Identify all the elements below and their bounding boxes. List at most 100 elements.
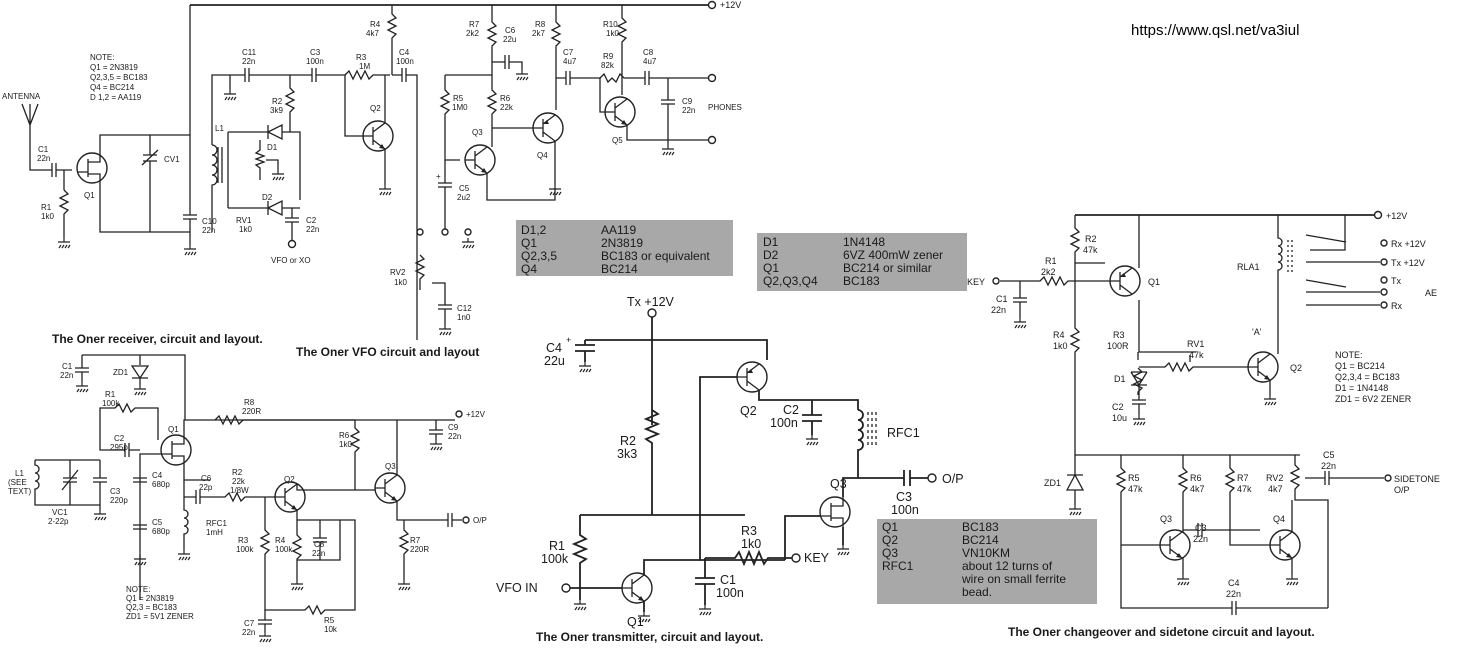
vfo-r7-name: R7	[410, 536, 421, 545]
rx-c6-name: C6	[505, 26, 516, 35]
rx-r6-value: 22k	[500, 103, 514, 112]
tx-c4-name: C4	[546, 341, 562, 355]
rx-c6-value: 22u	[503, 35, 516, 44]
tx-r2-name: R2	[620, 434, 636, 448]
vfo-note-line: Q2,3 = BC183	[126, 603, 177, 612]
rx-supply-label: +12V	[720, 0, 741, 10]
rx-caption: The Oner receiver, circuit and layout.	[52, 332, 263, 346]
cs-d1-label: D1	[1114, 374, 1126, 384]
cs-note: NOTE: Q1 = BC214 Q2,3,4 = BC183 D1 = 1N4…	[1335, 350, 1412, 404]
rx-r1-value: 1k0	[41, 212, 54, 221]
rx-rv2-name: RV2	[390, 268, 406, 277]
rx-c12-value: 1n0	[457, 313, 471, 322]
vfo-c3-name: C3	[110, 487, 121, 496]
cs-note-line: ZD1 = 6V2 ZENER	[1335, 394, 1412, 404]
rx-c3-value: 100n	[306, 57, 324, 66]
cs-part-ref: Q1	[763, 261, 779, 275]
vfo-note-line: Q1 = 2N3819	[126, 594, 174, 603]
rx-part-ref: Q4	[521, 262, 537, 276]
rx-part-ref: Q2,3,5	[521, 249, 557, 263]
vfo-vc1-value: 2-22p	[48, 517, 69, 526]
cs-q4-label: Q4	[1273, 514, 1285, 524]
tx-supply-label: Tx +12V	[627, 295, 675, 309]
rx-note-line: NOTE:	[90, 53, 114, 62]
tx-part-value: wire on small ferrite	[961, 572, 1066, 586]
transmitter-panel: Tx +12V C4 22u + R2 3k3 Q2 C2 100n RFC1 …	[496, 295, 964, 644]
cs-r7-value: 47k	[1237, 484, 1252, 494]
rx-r4-name: R4	[370, 20, 381, 29]
rx-c12-name: C12	[457, 304, 472, 313]
cs-c2-name: C2	[1112, 402, 1124, 412]
rx-d2-label: D2	[262, 193, 273, 202]
vfo-note-line: NOTE:	[126, 585, 150, 594]
cs-a-label: 'A'	[1252, 327, 1262, 337]
rx-q1-label: Q1	[84, 191, 95, 200]
receiver-panel: +12V ANTENNA C1 22n R1 1k0 Q1 CV1 C10 22…	[2, 0, 742, 346]
rx-note-line: Q4 = BC214	[90, 83, 135, 92]
vfo-c8-value: 22n	[312, 549, 325, 558]
vfo-supply-label: +12V	[466, 410, 486, 419]
vfo-c5-value: 680p	[152, 527, 170, 536]
vfo-r8-name: R8	[244, 398, 255, 407]
rx-c9-name: C9	[682, 97, 693, 106]
cs-r5-value: 47k	[1128, 484, 1143, 494]
rx-note-line: D 1,2 = AA119	[90, 93, 142, 102]
tx-c3-name: C3	[896, 490, 912, 504]
cs-r3-value: 100R	[1107, 341, 1129, 351]
source-url[interactable]: https://www.qsl.net/va3iul	[1131, 22, 1300, 39]
rx-c7-value: 4u7	[563, 57, 577, 66]
tx-part-ref: Q1	[882, 520, 898, 534]
cs-rx12-label: Rx +12V	[1391, 239, 1426, 249]
rx-d1-label: D1	[267, 143, 278, 152]
vfo-c4-value: 680p	[152, 480, 170, 489]
vfo-r2-name: R2	[232, 468, 243, 477]
vfo-c6-value: 22p	[199, 483, 213, 492]
rx-part-value: 2N3819	[601, 236, 643, 250]
rx-r10-name: R10	[603, 20, 618, 29]
tx-r1-value: 100k	[541, 552, 569, 566]
vfo-note: NOTE: Q1 = 2N3819 Q2,3 = BC183 ZD1 = 5V1…	[126, 585, 194, 621]
rx-parts-table: D1,2 AA119 Q1 2N3819 Q2,3,5 BC183 or equ…	[516, 220, 733, 276]
cs-c1-name: C1	[996, 294, 1008, 304]
tx-c2-name: C2	[783, 403, 799, 417]
vfo-r1-name: R1	[105, 390, 116, 399]
vfo-rfc1-value: 1mH	[206, 528, 223, 537]
rx-r7-value: 2k2	[466, 29, 479, 38]
tx-key-label: KEY	[804, 551, 830, 565]
cs-part-ref: D1	[763, 235, 779, 249]
cs-r4-name: R4	[1053, 330, 1065, 340]
rx-q5-label: Q5	[612, 136, 623, 145]
rx-c10-name: C10	[202, 217, 217, 226]
vfo-r2-rating: 1/8W	[230, 486, 249, 495]
rx-c11-name: C11	[242, 48, 257, 57]
cs-c5-name: C5	[1323, 450, 1335, 460]
cs-part-value: 6VZ 400mW zener	[843, 248, 943, 262]
tx-c4-plus: +	[566, 335, 571, 345]
rx-r8-name: R8	[535, 20, 546, 29]
tx-r3-value: 1k0	[741, 537, 761, 551]
cs-r2-value: 47k	[1083, 245, 1098, 255]
rx-note: NOTE: Q1 = 2N3819 Q2,3,5 = BC183 Q4 = BC…	[90, 53, 148, 102]
tx-caption: The Oner transmitter, circuit and layout…	[536, 630, 763, 644]
rx-c1-value: 22n	[37, 154, 50, 163]
changeover-parts-table: D1 1N4148 D2 6VZ 400mW zener Q1 BC214 or…	[757, 233, 967, 291]
rx-l1-label: L1	[215, 124, 224, 133]
rx-note-line: Q1 = 2N3819	[90, 63, 138, 72]
tx-vfo-in-label: VFO IN	[496, 581, 538, 595]
cs-part-ref: D2	[763, 248, 779, 262]
tx-part-value: bead.	[962, 585, 992, 599]
vfo-c3-value: 220p	[110, 496, 128, 505]
cs-rla1-label: RLA1	[1237, 262, 1260, 272]
rx-rv1-value: 1k0	[239, 225, 252, 234]
antenna-label: ANTENNA	[2, 92, 41, 101]
vfo-c1-name: C1	[62, 362, 73, 371]
vfo-l1-name: L1	[15, 469, 24, 478]
tx-c1-value: 100n	[716, 586, 744, 600]
rx-r1-name: R1	[41, 203, 52, 212]
cs-note-line: D1 = 1N4148	[1335, 383, 1388, 393]
rx-c8-value: 4u7	[643, 57, 657, 66]
rx-r9-name: R9	[603, 52, 614, 61]
cs-c4-name: C4	[1228, 578, 1240, 588]
cs-c4-value: 22n	[1226, 589, 1241, 599]
